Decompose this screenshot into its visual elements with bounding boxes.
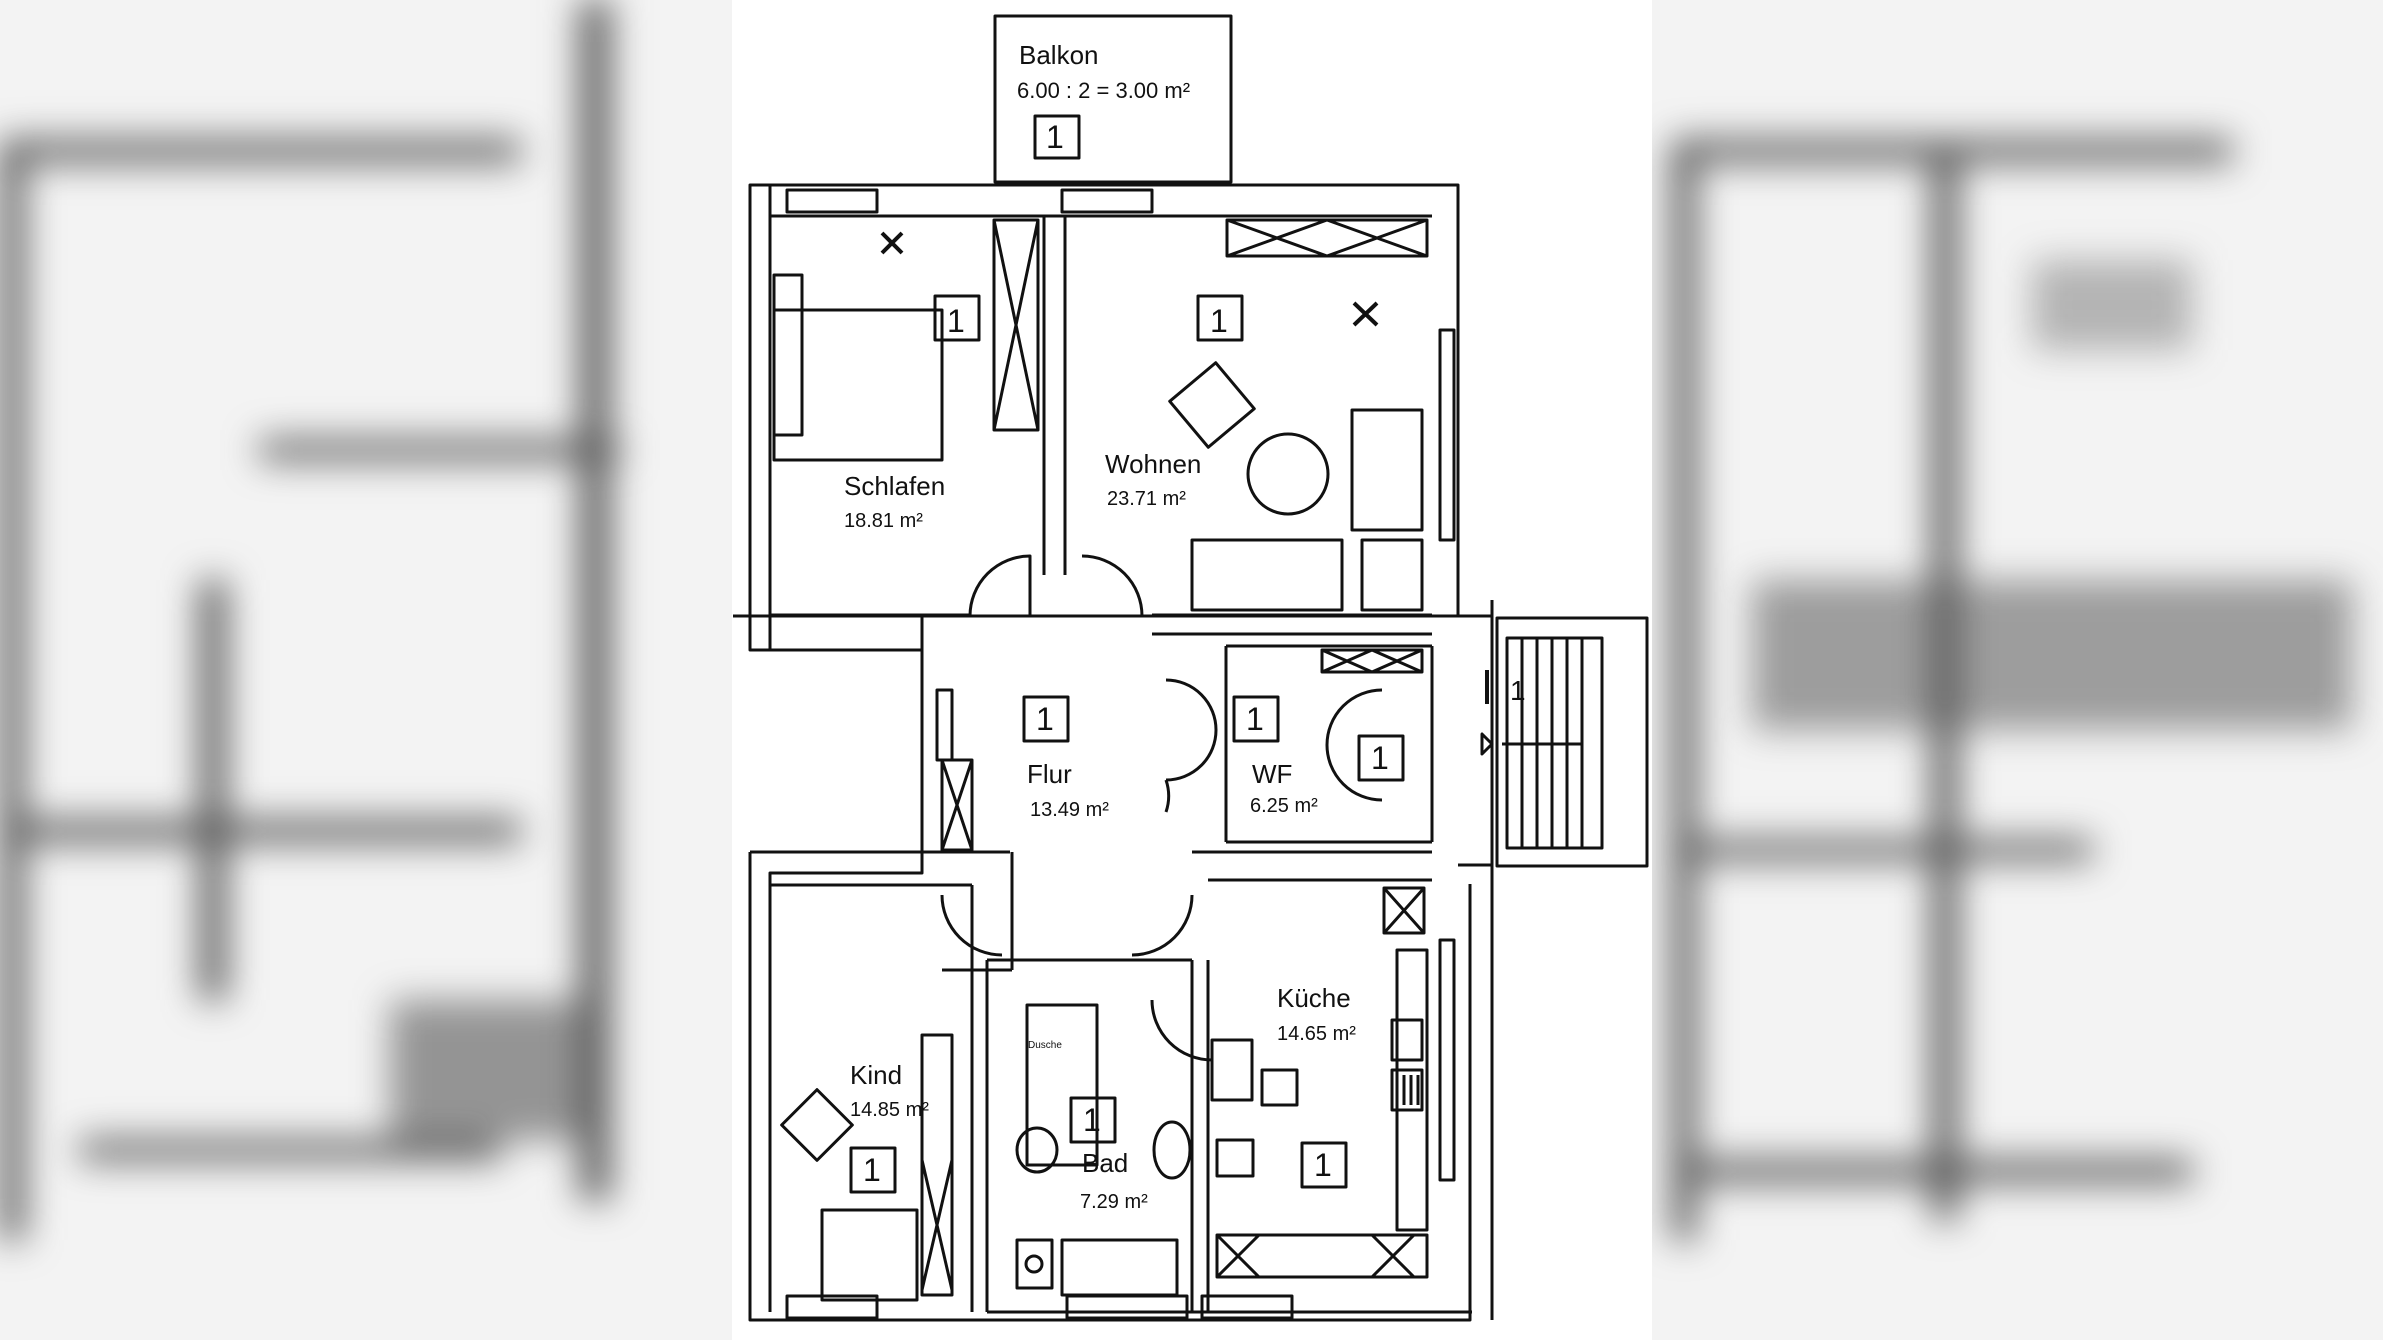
balkon-name: Balkon <box>1019 40 1099 70</box>
schlafen-name: Schlafen <box>844 471 945 501</box>
furniture <box>772 218 1429 1302</box>
kueche-tag: 1 <box>1314 1147 1332 1183</box>
kind-name: Kind <box>850 1060 902 1090</box>
bad-tag: 1 <box>1083 1102 1101 1138</box>
entry-tag: 1 <box>1371 740 1389 776</box>
wf-tag: 1 <box>1246 701 1264 737</box>
wohnen-name: Wohnen <box>1105 449 1201 479</box>
balkon-area: 6.00 : 2 = 3.00 m² <box>1017 78 1190 103</box>
wohnen-tag: 1 <box>1210 303 1228 339</box>
kueche-name: Küche <box>1277 983 1351 1013</box>
room-tags <box>849 114 1489 1194</box>
schlafen-tag: 1 <box>947 303 965 339</box>
bad-dusche: Dusche <box>1028 1040 1062 1051</box>
floor-plan: Balkon 6.00 : 2 = 3.00 m² 1 1 Schlafen 1… <box>733 14 1649 1322</box>
balkon-tag: 1 <box>1046 119 1064 155</box>
flur-name: Flur <box>1027 759 1072 789</box>
wohnen-area: 23.71 m² <box>1107 488 1186 510</box>
bad-name: Bad <box>1082 1148 1128 1178</box>
stairs <box>1480 616 1649 868</box>
flur-tag: 1 <box>1036 701 1054 737</box>
bad-area: 7.29 m² <box>1080 1191 1148 1213</box>
floor-plan-panel: Balkon 6.00 : 2 = 3.00 m² 1 1 Schlafen 1… <box>732 0 1652 1340</box>
wf-name: WF <box>1252 759 1292 789</box>
balcony <box>993 14 1233 184</box>
flur-area: 13.49 m² <box>1030 799 1109 821</box>
blurred-background-right <box>1652 0 2383 1340</box>
blurred-background-left <box>0 0 732 1340</box>
labels: Balkon 6.00 : 2 = 3.00 m² 1 1 Schlafen 1… <box>844 40 1526 1213</box>
wf-area: 6.25 m² <box>1250 795 1318 817</box>
kind-tag: 1 <box>863 1152 881 1188</box>
schlafen-area: 18.81 m² <box>844 510 923 532</box>
stair-tag: 1 <box>1510 675 1526 706</box>
doors <box>940 554 1383 1062</box>
kueche-area: 14.65 m² <box>1277 1023 1356 1045</box>
kind-area: 14.85 m² <box>850 1099 929 1121</box>
